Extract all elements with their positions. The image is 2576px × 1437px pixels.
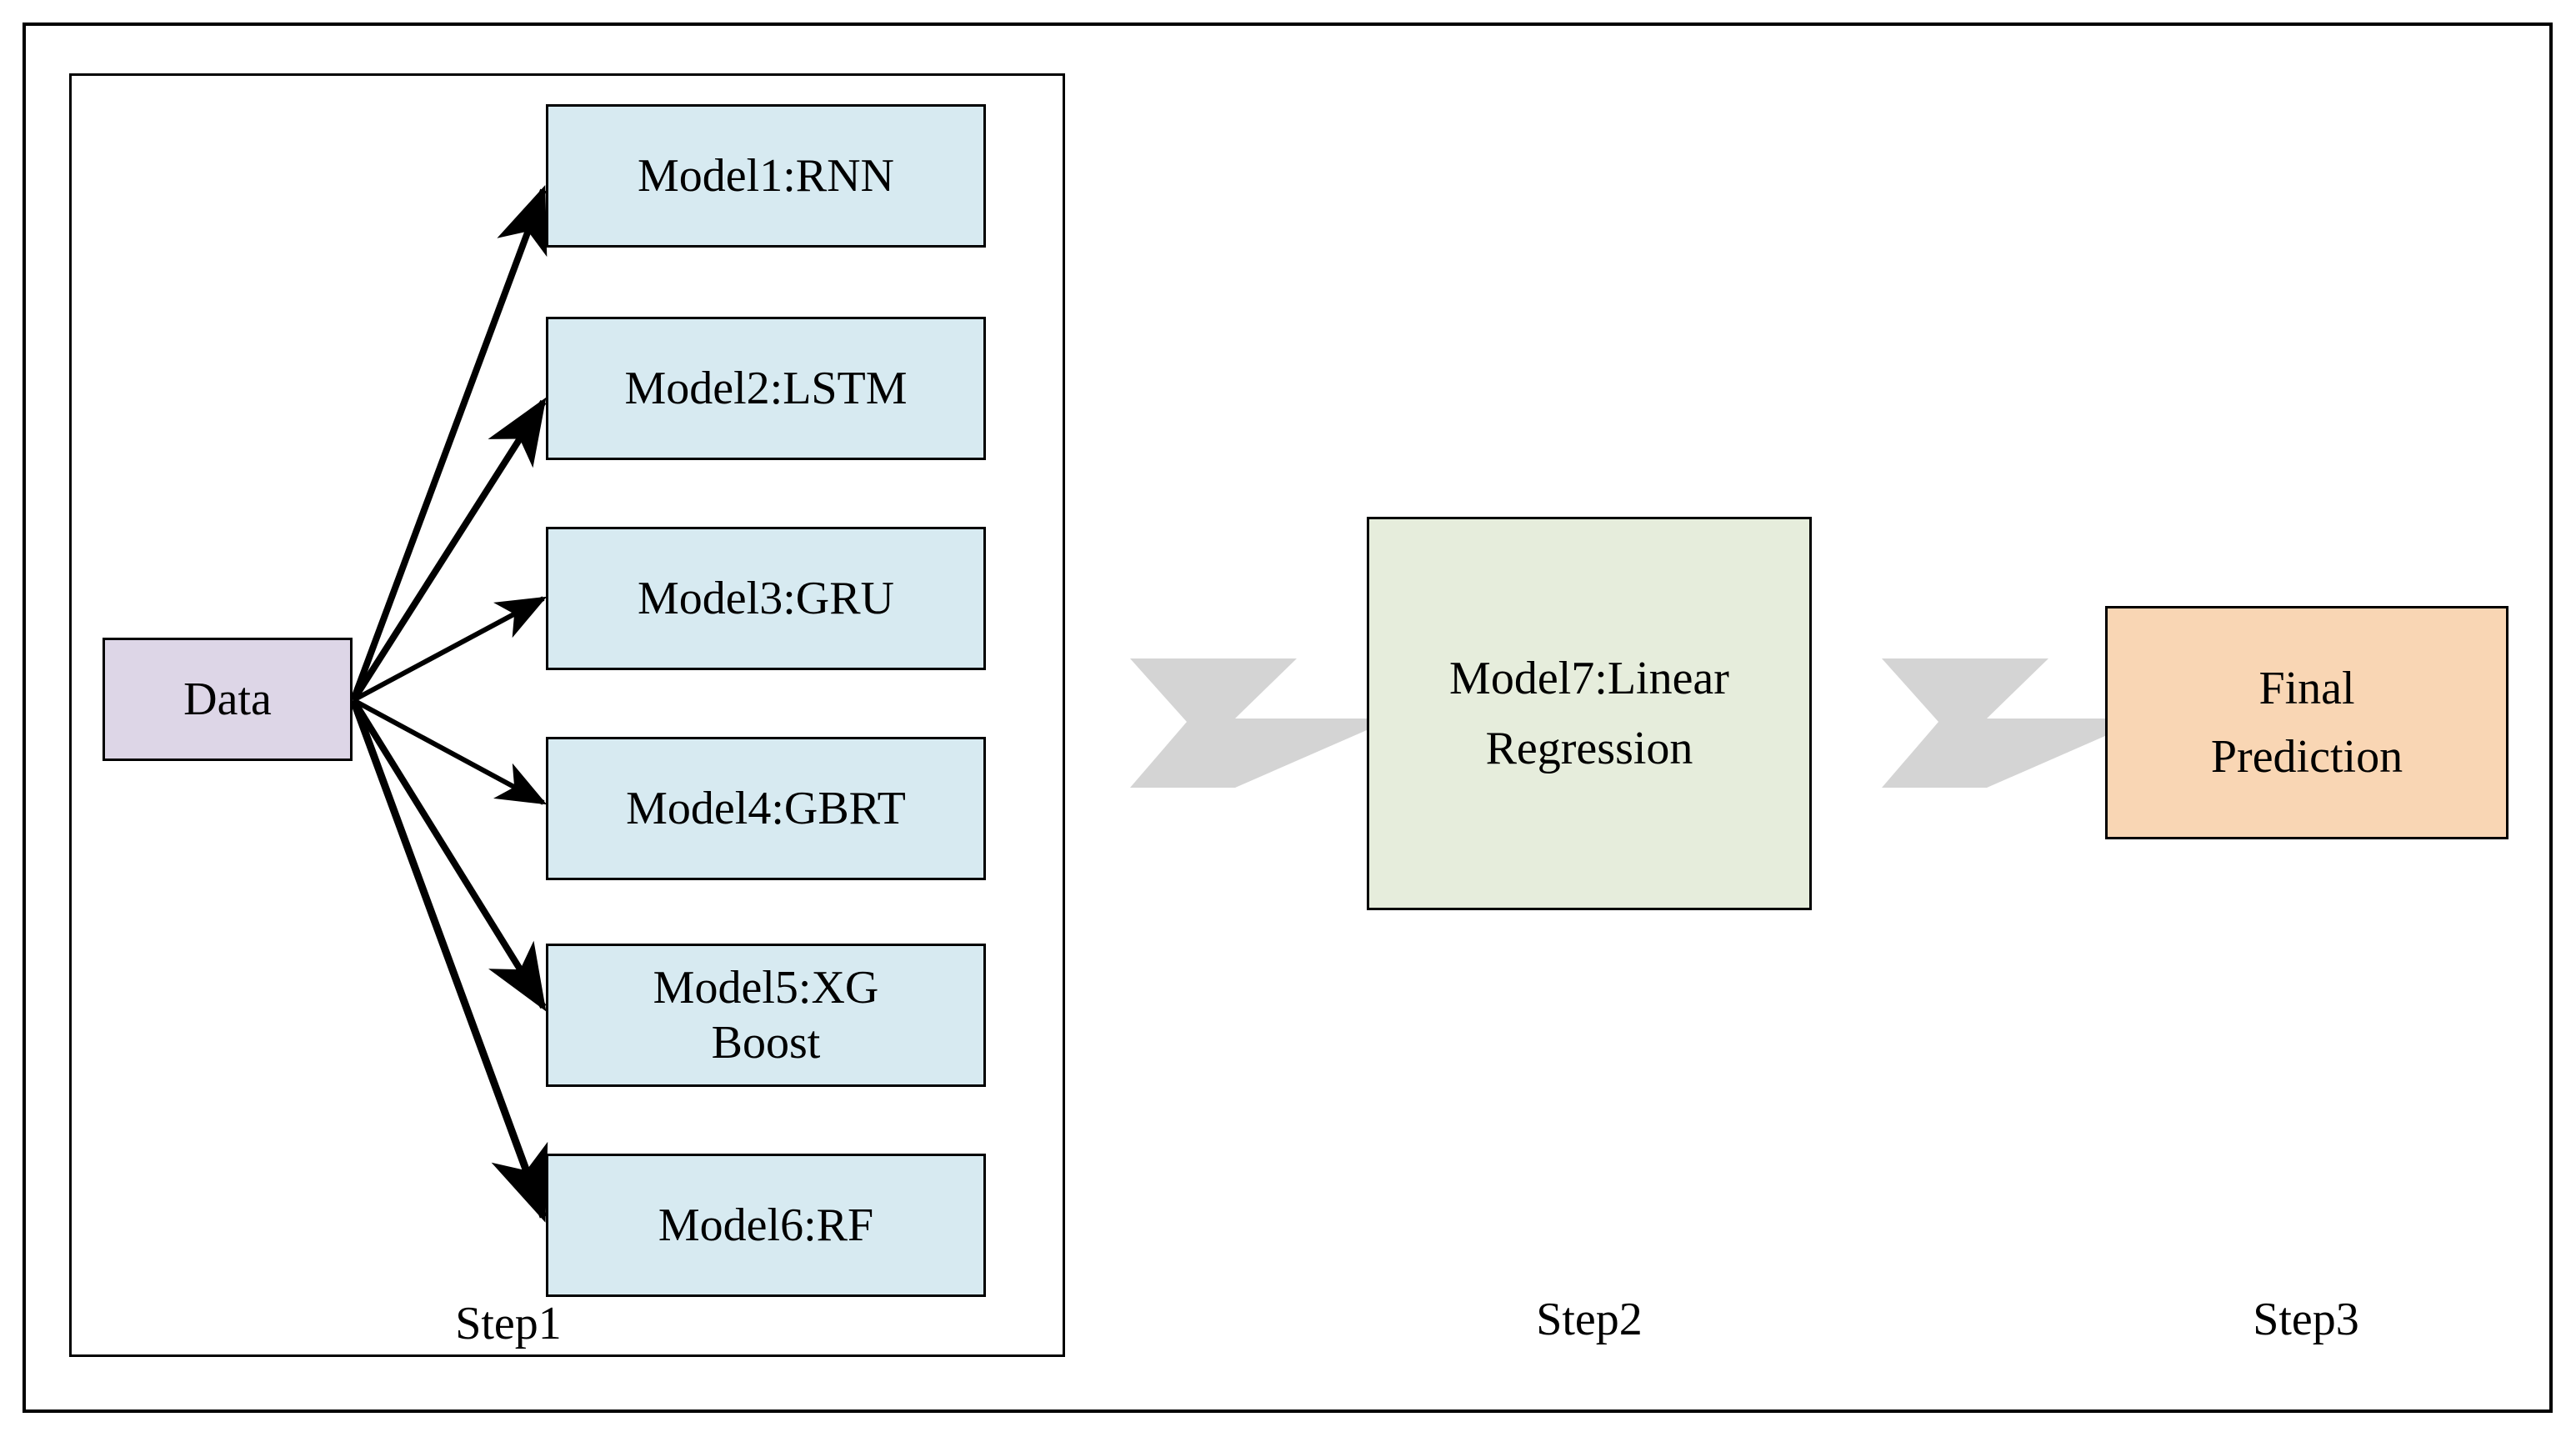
node-final-prediction[interactable]: Final Prediction	[2105, 606, 2508, 839]
node-model2-lstm[interactable]: Model2:LSTM	[546, 317, 986, 460]
node-model2-label: Model2:LSTM	[624, 362, 908, 414]
node-data[interactable]: Data	[103, 638, 353, 761]
node-final-label-line1: Final	[2258, 662, 2355, 714]
node-model5-xgboost[interactable]: Model5:XG Boost	[546, 944, 986, 1087]
node-final-label-line2: Prediction	[2210, 731, 2403, 783]
node-model5-label-line2: Boost	[711, 1017, 821, 1069]
node-model6-label: Model6:RF	[658, 1199, 874, 1251]
node-model3-label: Model3:GRU	[638, 572, 894, 624]
node-model7-linear-regression[interactable]: Model7:Linear Regression	[1367, 517, 1812, 910]
node-model1-rnn[interactable]: Model1:RNN	[546, 104, 986, 248]
step3-label: Step3	[2181, 1293, 2431, 1346]
step1-group-frame	[69, 73, 1065, 1357]
node-model3-gru[interactable]: Model3:GRU	[546, 527, 986, 670]
step1-label-text: Step1	[455, 1298, 562, 1349]
node-model5-label-line1: Model5:XG	[653, 961, 879, 1014]
node-model1-label: Model1:RNN	[638, 149, 894, 202]
node-model4-gbrt[interactable]: Model4:GBRT	[546, 737, 986, 880]
node-model7-label-line2: Regression	[1485, 723, 1693, 774]
node-data-label: Data	[183, 673, 272, 725]
step3-label-text: Step3	[2253, 1294, 2359, 1345]
node-model4-label: Model4:GBRT	[626, 782, 906, 834]
node-model7-label-line1: Model7:Linear	[1449, 652, 1729, 704]
step2-label-text: Step2	[1536, 1294, 1643, 1345]
node-model6-rf[interactable]: Model6:RF	[546, 1154, 986, 1297]
outer-frame	[23, 23, 2553, 1413]
step1-label: Step1	[383, 1297, 633, 1350]
step2-label: Step2	[1464, 1293, 1714, 1346]
